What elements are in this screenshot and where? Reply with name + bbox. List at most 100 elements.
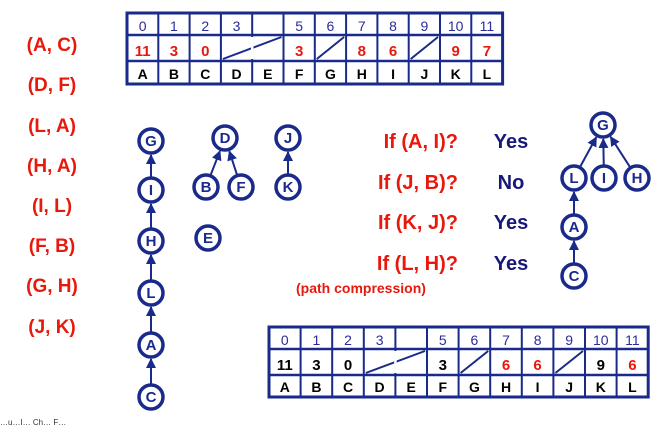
array-label: H	[501, 379, 511, 395]
svg-text:I: I	[149, 182, 153, 199]
array-label: B	[311, 379, 321, 395]
node-h: H	[625, 166, 649, 190]
svg-text:G: G	[597, 117, 609, 134]
array-value: 6	[533, 357, 541, 374]
array-index: 8	[389, 18, 397, 34]
svg-text:K: K	[283, 179, 294, 196]
array-index: 2	[344, 332, 352, 348]
array-label: C	[200, 66, 210, 82]
array-label: G	[325, 66, 336, 82]
array-value: 0	[201, 43, 209, 60]
array-label: B	[169, 66, 179, 82]
array-value: 3	[312, 357, 320, 374]
array-index: 3	[376, 332, 384, 348]
tree-edges	[151, 137, 630, 384]
svg-text:F: F	[236, 179, 245, 196]
array-index: 8	[534, 332, 542, 348]
array-label: J	[565, 379, 573, 395]
array-label: D	[375, 379, 385, 395]
array-value: 9	[451, 43, 459, 60]
node-f: F	[229, 175, 253, 199]
array-label: E	[263, 66, 272, 82]
array-label: A	[138, 66, 148, 82]
array-index: 9	[420, 18, 428, 34]
node-l: L	[562, 166, 586, 190]
array-label: K	[451, 66, 461, 82]
node-g: G	[139, 129, 163, 153]
array-value: 7	[483, 43, 491, 60]
array-value: 3	[170, 43, 178, 60]
array-index: 11	[480, 18, 495, 34]
array-index: 3	[233, 18, 241, 34]
svg-text:A: A	[146, 337, 157, 354]
array-label: A	[280, 379, 290, 395]
svg-text:A: A	[569, 219, 580, 236]
array-index: 9	[565, 332, 573, 348]
array-label: C	[343, 379, 353, 395]
svg-text:H: H	[146, 233, 157, 250]
node-g: G	[591, 113, 615, 137]
node-i: I	[592, 166, 616, 190]
svg-text:J: J	[284, 130, 292, 147]
array-label: F	[295, 66, 304, 82]
array-index: 10	[593, 332, 609, 348]
array-label: I	[536, 379, 540, 395]
null-slash	[555, 351, 583, 373]
svg-text:C: C	[569, 268, 580, 285]
edge-l-to-g	[580, 137, 596, 166]
array-index: 11	[625, 332, 640, 348]
node-j: J	[276, 126, 300, 150]
array-value: 6	[628, 357, 636, 374]
array-index: 7	[502, 332, 510, 348]
svg-text:L: L	[569, 170, 578, 187]
svg-text:C: C	[146, 389, 157, 406]
array-index: 0	[139, 18, 147, 34]
node-e: E	[196, 226, 220, 250]
node-c: C	[562, 264, 586, 288]
footer-text: …u…I… Ch… F…	[0, 418, 66, 427]
array-label: E	[407, 379, 416, 395]
node-a: A	[139, 333, 163, 357]
svg-text:L: L	[146, 285, 155, 302]
null-slash	[461, 351, 489, 373]
svg-text:B: B	[201, 179, 212, 196]
array-value: 3	[439, 357, 447, 374]
node-a: A	[562, 215, 586, 239]
node-h: H	[139, 229, 163, 253]
array-label: J	[420, 66, 428, 82]
array-index: 7	[358, 18, 366, 34]
array-label: I	[391, 66, 395, 82]
array-value: 6	[389, 43, 397, 60]
array-index: 6	[471, 332, 479, 348]
array-label: L	[483, 66, 492, 82]
svg-text:D: D	[220, 130, 231, 147]
array-label: G	[469, 379, 480, 395]
array-index: 1	[170, 18, 178, 34]
edge-h-to-g	[611, 137, 630, 167]
array-index: 5	[439, 332, 447, 348]
array-index: 6	[327, 18, 335, 34]
array-label: L	[628, 379, 637, 395]
svg-text:I: I	[602, 170, 606, 187]
node-c: C	[139, 385, 163, 409]
edge-f-to-d	[229, 151, 237, 174]
svg-text:H: H	[632, 170, 643, 187]
array-label: K	[596, 379, 606, 395]
array-value: 6	[502, 357, 510, 374]
svg-text:G: G	[145, 133, 157, 150]
tree-nodes: G I H L A C D B F J K E G L I H A C	[139, 113, 649, 409]
array-index: 10	[448, 18, 464, 34]
null-slash	[317, 37, 344, 59]
array-label: H	[357, 66, 367, 82]
array-value: 8	[358, 43, 366, 60]
edge-b-to-d	[211, 151, 220, 175]
null-slash	[411, 37, 438, 59]
node-b: B	[194, 175, 218, 199]
array-value: 9	[597, 357, 605, 374]
array-index: 5	[295, 18, 303, 34]
node-k: K	[276, 175, 300, 199]
array-index: 2	[201, 18, 209, 34]
node-l: L	[139, 281, 163, 305]
